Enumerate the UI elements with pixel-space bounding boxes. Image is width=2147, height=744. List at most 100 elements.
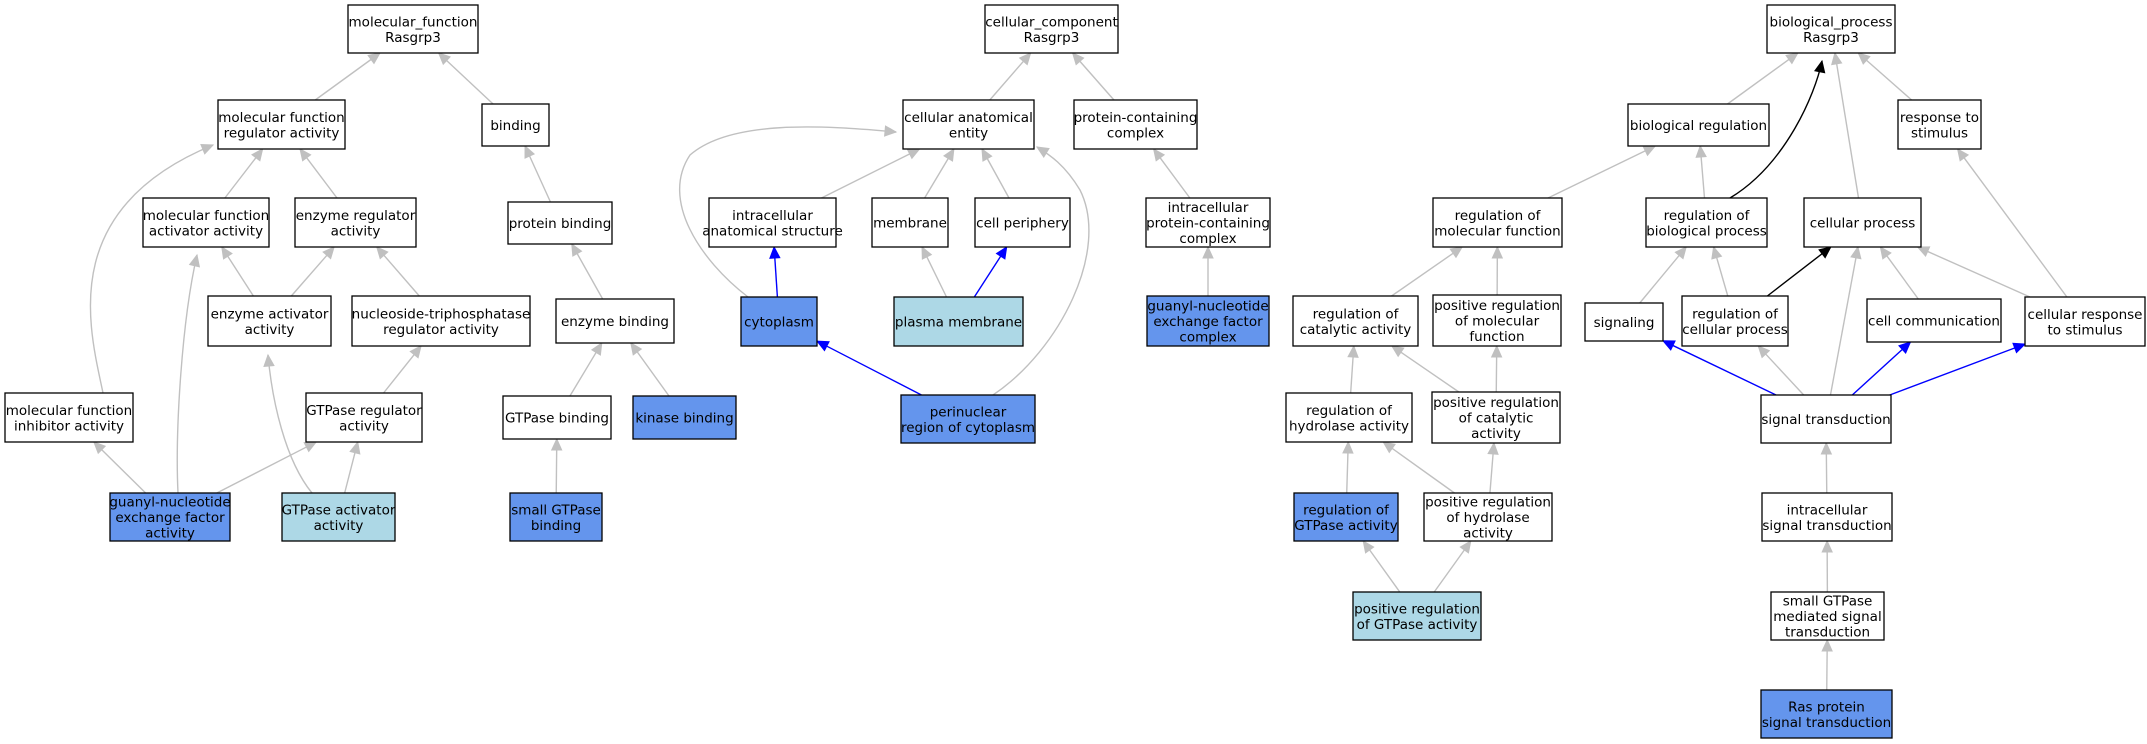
node-label-line: biological regulation: [1630, 118, 1767, 134]
edge-arrowhead: [1152, 148, 1166, 162]
node-label-line: entity: [949, 125, 988, 141]
node-box: [2024, 296, 2146, 347]
node-label-line: cell periphery: [976, 216, 1069, 232]
node-prot-bind[interactable]: protein binding: [507, 201, 613, 245]
node-box: [109, 492, 231, 542]
node-membrane[interactable]: membrane: [871, 197, 949, 248]
edge-small_gtpase_bind-to-gtpase_bind: [550, 437, 563, 494]
node-label-line: stimulus: [1911, 125, 1968, 141]
node-enz-bind[interactable]: enzyme binding: [555, 298, 675, 344]
edge-arrowhead: [437, 52, 451, 66]
node-box: [351, 295, 531, 347]
edge-line: [1764, 352, 1805, 396]
node-label-line: GTPase activity: [1294, 518, 1397, 534]
edge-cell_periph-to-cae: [981, 147, 1010, 199]
node-sig-trans[interactable]: signal transduction: [1760, 394, 1892, 444]
edge-gtpase_reg-to-ntp_reg: [383, 345, 422, 394]
node-label-line: anatomical structure: [702, 223, 843, 239]
edge-line: [314, 58, 373, 101]
edge-line: [1889, 346, 2016, 396]
node-binding[interactable]: binding: [481, 103, 550, 147]
edge-arrowhead: [1814, 59, 1826, 74]
edge-mf_act-to-mf_reg: [224, 148, 264, 199]
node-box: [1760, 394, 1892, 444]
node-label-line: signal transduction: [1762, 518, 1891, 534]
edge-line: [1159, 156, 1191, 199]
node-label-line: perinuclear: [930, 404, 1007, 420]
node-box: [632, 395, 737, 440]
edge-arrowhead: [93, 441, 107, 455]
edge-arrowhead: [221, 245, 233, 260]
node-cell-periph[interactable]: cell periphery: [974, 197, 1071, 248]
node-box: [1866, 298, 2002, 343]
node-kinase-bind[interactable]: kinase binding: [632, 395, 737, 440]
node-label-line: regulator activity: [383, 322, 499, 338]
node-box: [1681, 295, 1789, 347]
node-box: [294, 197, 417, 248]
node-cell-proc[interactable]: cellular process: [1803, 197, 1922, 248]
node-cytoplasm[interactable]: cytoplasm: [740, 296, 818, 347]
node-label-line: regulation of: [1692, 306, 1779, 322]
edge-arrowhead: [1487, 441, 1499, 455]
edge-line: [1346, 451, 1349, 494]
node-label-line: of GTPase activity: [1357, 617, 1478, 633]
node-signaling[interactable]: signaling: [1584, 302, 1664, 342]
node-box: [893, 296, 1024, 347]
node-box: [1432, 197, 1563, 248]
node-box: [555, 298, 675, 344]
edge-arrowhead: [1018, 52, 1032, 66]
node-gtpase-bind[interactable]: GTPase binding: [502, 395, 612, 440]
node-label-line: guanyl-nucleotide: [1147, 299, 1268, 315]
edge-line: [89, 144, 214, 394]
edge-cytoplasm-to-ias: [769, 245, 781, 298]
node-box: [902, 99, 1035, 150]
edge-arrowhead: [981, 147, 993, 162]
edge-line: [382, 254, 420, 297]
node-bio-reg[interactable]: biological regulation: [1627, 103, 1770, 147]
edge-arrowhead: [1390, 345, 1405, 358]
edge-line: [1390, 447, 1455, 494]
edge-prot_bind-to-binding: [524, 144, 552, 203]
node-label-line: exchange factor: [115, 510, 225, 526]
node-label-line: function: [1469, 329, 1524, 345]
node-plasma-mem[interactable]: plasma membrane: [893, 296, 1024, 347]
edge-reg_hyd-to-reg_cat: [1347, 344, 1359, 394]
edge-line: [774, 256, 779, 298]
edge-sig_trans-to-cell_proc: [1829, 245, 1862, 396]
node-cell-comm[interactable]: cell communication: [1866, 298, 2002, 343]
